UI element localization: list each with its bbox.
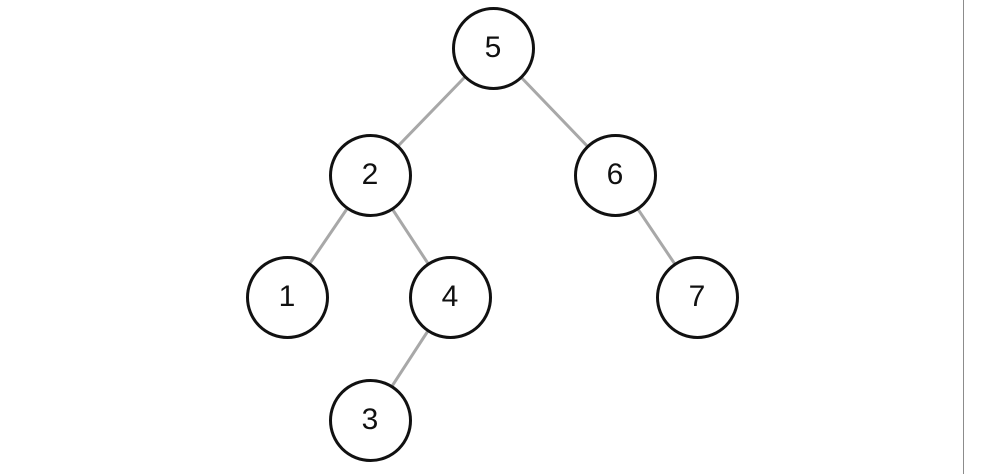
- tree-node-label: 6: [606, 158, 624, 191]
- tree-node-3[interactable]: 3: [328, 378, 412, 462]
- tree-node-label: 4: [441, 280, 459, 313]
- tree-node-1[interactable]: 1: [245, 255, 329, 339]
- tree-node-label: 7: [688, 280, 706, 313]
- tree-node-7[interactable]: 7: [655, 255, 739, 339]
- tree-node-5[interactable]: 5: [451, 6, 535, 90]
- tree-node-label: 5: [484, 31, 502, 64]
- tree-node-label: 1: [278, 280, 296, 313]
- tree-node-label: 3: [361, 403, 379, 436]
- tree-node-4[interactable]: 4: [408, 255, 492, 339]
- tree-node-label: 2: [361, 158, 379, 191]
- tree-node-6[interactable]: 6: [573, 133, 657, 217]
- tree-node-2[interactable]: 2: [328, 133, 412, 217]
- right-border-rule: [963, 0, 964, 474]
